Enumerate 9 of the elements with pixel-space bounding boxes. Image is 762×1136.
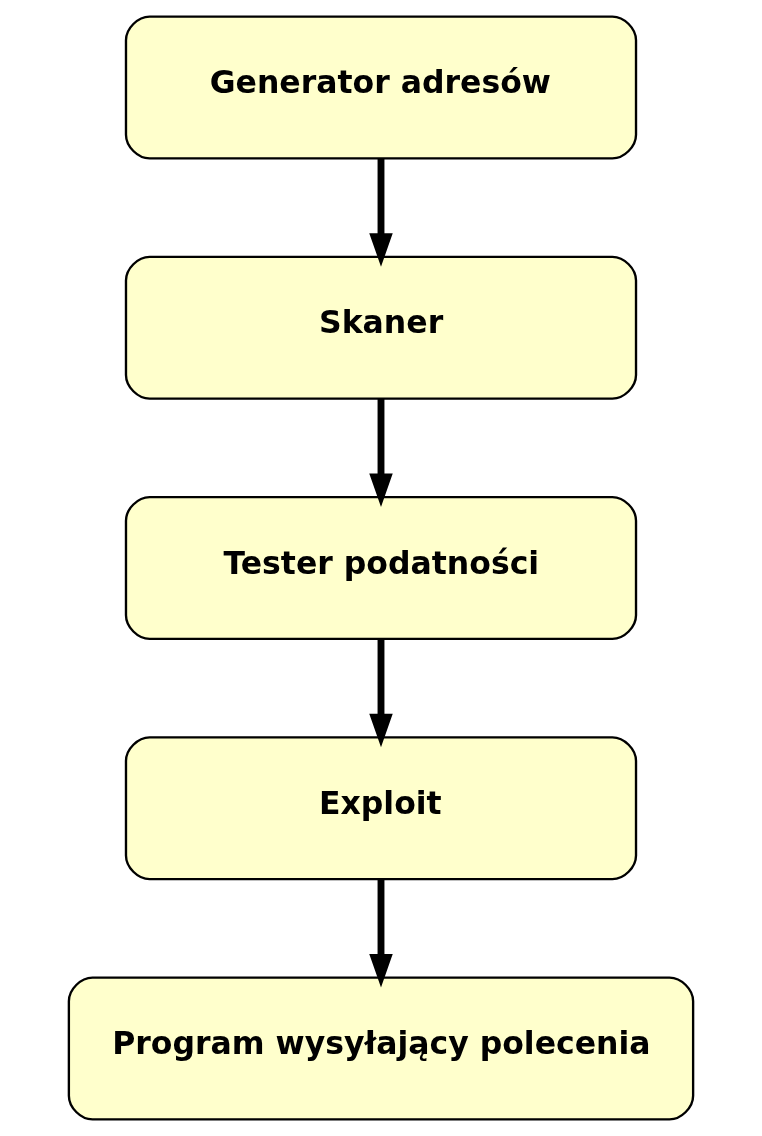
- node-box: Skaner: [124, 255, 638, 400]
- arrow: [369, 638, 393, 748]
- arrow: [369, 398, 393, 507]
- arrow: [369, 879, 393, 988]
- node-box: Program wysyłający polecenia: [67, 976, 695, 1121]
- arrow: [369, 158, 393, 267]
- node-box: Exploit: [124, 736, 638, 881]
- node-box: Generator adresów: [124, 15, 638, 160]
- node-box: Tester podatności: [124, 495, 638, 641]
